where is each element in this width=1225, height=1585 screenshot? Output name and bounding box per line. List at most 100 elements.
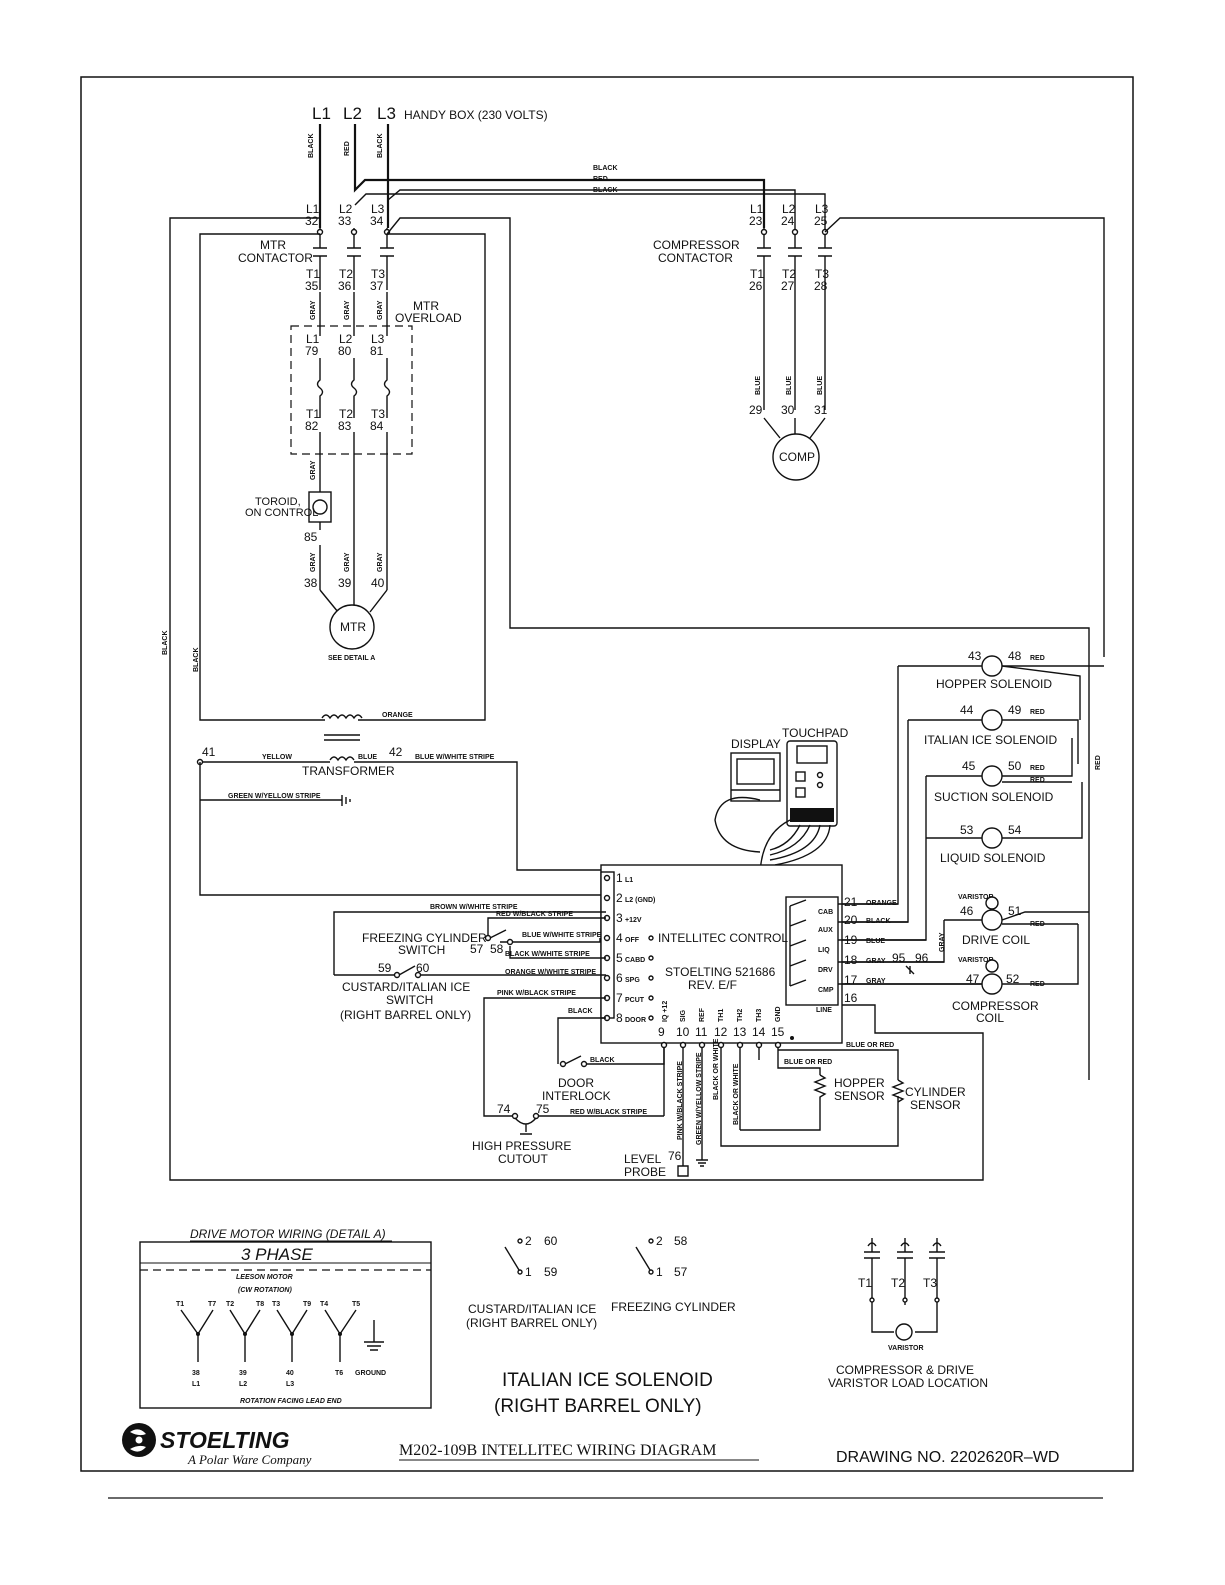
mtr-overload-label-2: OVERLOAD — [395, 311, 462, 325]
svg-text:TH3: TH3 — [756, 1009, 763, 1022]
svg-text:T3: T3 — [371, 407, 385, 421]
svg-text:RED: RED — [1030, 765, 1045, 772]
svg-text:ROTATION FACING LEAD END: ROTATION FACING LEAD END — [240, 1398, 342, 1405]
svg-text:42: 42 — [389, 745, 403, 759]
svg-text:T2: T2 — [782, 267, 796, 281]
svg-text:80: 80 — [338, 344, 352, 358]
svg-text:L1: L1 — [306, 202, 320, 216]
compressor-label: COMP — [779, 450, 815, 464]
svg-text:T3: T3 — [272, 1301, 280, 1308]
svg-text:+12V: +12V — [625, 917, 642, 924]
svg-text:INTERLOCK: INTERLOCK — [542, 1089, 611, 1103]
svg-text:79: 79 — [305, 344, 319, 358]
svg-text:28: 28 — [814, 279, 828, 293]
svg-text:T1: T1 — [306, 267, 320, 281]
svg-text:BLUE OR RED: BLUE OR RED — [846, 1042, 894, 1049]
svg-text:4: 4 — [616, 931, 623, 945]
stoelting-logo: STOELTING A Polar Ware Company — [122, 1423, 312, 1467]
svg-text:2: 2 — [616, 891, 623, 905]
svg-text:6: 6 — [616, 971, 623, 985]
display: DISPLAY — [730, 737, 781, 802]
svg-text:38: 38 — [304, 576, 318, 590]
svg-text:33: 33 — [338, 214, 352, 228]
svg-text:(RIGHT BARREL ONLY): (RIGHT BARREL ONLY) — [340, 1008, 471, 1022]
svg-text:39: 39 — [239, 1370, 247, 1377]
svg-text:40: 40 — [286, 1370, 294, 1377]
svg-text:AUX: AUX — [818, 927, 833, 934]
svg-text:23: 23 — [749, 214, 763, 228]
svg-text:GRAY: GRAY — [310, 460, 317, 480]
svg-text:SWITCH: SWITCH — [398, 943, 445, 957]
svg-text:T7: T7 — [208, 1301, 216, 1308]
svg-text:PROBE: PROBE — [624, 1165, 666, 1179]
svg-text:16: 16 — [844, 991, 858, 1005]
svg-text:46: 46 — [960, 904, 974, 918]
svg-text:VARISTOR: VARISTOR — [888, 1345, 924, 1352]
supply-l3: L3 — [377, 104, 396, 123]
svg-text:DOOR: DOOR — [558, 1076, 594, 1090]
svg-text:CONTACTOR: CONTACTOR — [658, 251, 733, 265]
svg-text:VARISTOR: VARISTOR — [958, 894, 994, 901]
svg-text:20: 20 — [844, 913, 858, 927]
svg-text:T1: T1 — [176, 1301, 184, 1308]
svg-text:43: 43 — [968, 649, 982, 663]
svg-text:BLACK: BLACK — [162, 631, 169, 656]
svg-text:T3: T3 — [371, 267, 385, 281]
supply-l2: L2 — [343, 104, 362, 123]
svg-text:TOROID,: TOROID, — [255, 496, 301, 508]
svg-text:RED: RED — [1095, 755, 1102, 770]
svg-text:RED: RED — [1030, 655, 1045, 662]
svg-text:59: 59 — [544, 1265, 558, 1279]
svg-text:26: 26 — [749, 279, 763, 293]
svg-text:LIQ: LIQ — [818, 947, 830, 954]
svg-text:IQ +12: IQ +12 — [662, 1001, 669, 1022]
svg-text:GRAY: GRAY — [344, 300, 351, 320]
svg-text:BLUE W/WHITE STRIPE: BLUE W/WHITE STRIPE — [415, 754, 495, 761]
transformer: TRANSFORMER 41 42 YELLOW BLUE BLUE W/WHI… — [196, 714, 606, 896]
svg-text:CUSTARD/ITALIAN ICE: CUSTARD/ITALIAN ICE — [468, 1302, 596, 1316]
wire-l3-color: BLACK — [377, 134, 384, 159]
bottom-pins: 9 10 11 12 13 14 15 IQ +12 SIG REF TH1 T… — [658, 1001, 794, 1049]
svg-text:L2: L2 — [339, 202, 353, 216]
svg-text:32: 32 — [305, 214, 319, 228]
svg-text:T2: T2 — [339, 267, 353, 281]
svg-text:HOPPER: HOPPER — [834, 1076, 885, 1090]
svg-text:DOOR: DOOR — [625, 1017, 646, 1024]
svg-text:57: 57 — [674, 1265, 688, 1279]
svg-text:BLUE: BLUE — [786, 376, 793, 395]
mtr-contactor-label-1: MTR — [260, 238, 286, 252]
svg-text:COMPRESSOR: COMPRESSOR — [653, 238, 740, 252]
switch-detail-custard: 2 60 1 59 CUSTARD/ITALIAN ICE (RIGHT BAR… — [466, 1234, 597, 1330]
control-supply-loop: BLACK BLACK ORANGE — [162, 217, 1090, 1181]
svg-text:PCUT: PCUT — [625, 997, 645, 1004]
svg-text:T2: T2 — [891, 1276, 905, 1290]
svg-text:27: 27 — [781, 279, 795, 293]
svg-text:7: 7 — [616, 991, 623, 1005]
svg-text:2: 2 — [525, 1234, 532, 1248]
svg-text:BLACK W/WHITE STRIPE: BLACK W/WHITE STRIPE — [505, 951, 590, 958]
svg-text:36: 36 — [338, 279, 352, 293]
svg-text:31: 31 — [814, 403, 828, 417]
svg-text:BROWN W/WHITE STRIPE: BROWN W/WHITE STRIPE — [430, 904, 518, 911]
svg-text:24: 24 — [781, 214, 795, 228]
svg-text:TH1: TH1 — [718, 1009, 725, 1022]
svg-text:81: 81 — [370, 344, 384, 358]
svg-text:SWITCH: SWITCH — [386, 993, 433, 1007]
svg-text:CYLINDER: CYLINDER — [905, 1085, 966, 1099]
svg-text:8: 8 — [616, 1011, 623, 1025]
svg-text:1: 1 — [616, 871, 623, 885]
svg-text:BLUE: BLUE — [358, 754, 377, 761]
svg-text:84: 84 — [370, 419, 384, 433]
svg-text:SEE DETAIL A: SEE DETAIL A — [328, 655, 375, 662]
svg-text:REF: REF — [699, 1007, 706, 1022]
svg-text:L1: L1 — [625, 877, 633, 884]
svg-text:GND: GND — [775, 1006, 782, 1022]
high-pressure-cutout: PINK W/BLACK STRIPE RED W/BLACK STRIPE 7… — [472, 990, 664, 1166]
svg-text:47: 47 — [966, 972, 980, 986]
control-rev: REV. E/F — [688, 978, 737, 992]
svg-text:T1: T1 — [858, 1276, 872, 1290]
